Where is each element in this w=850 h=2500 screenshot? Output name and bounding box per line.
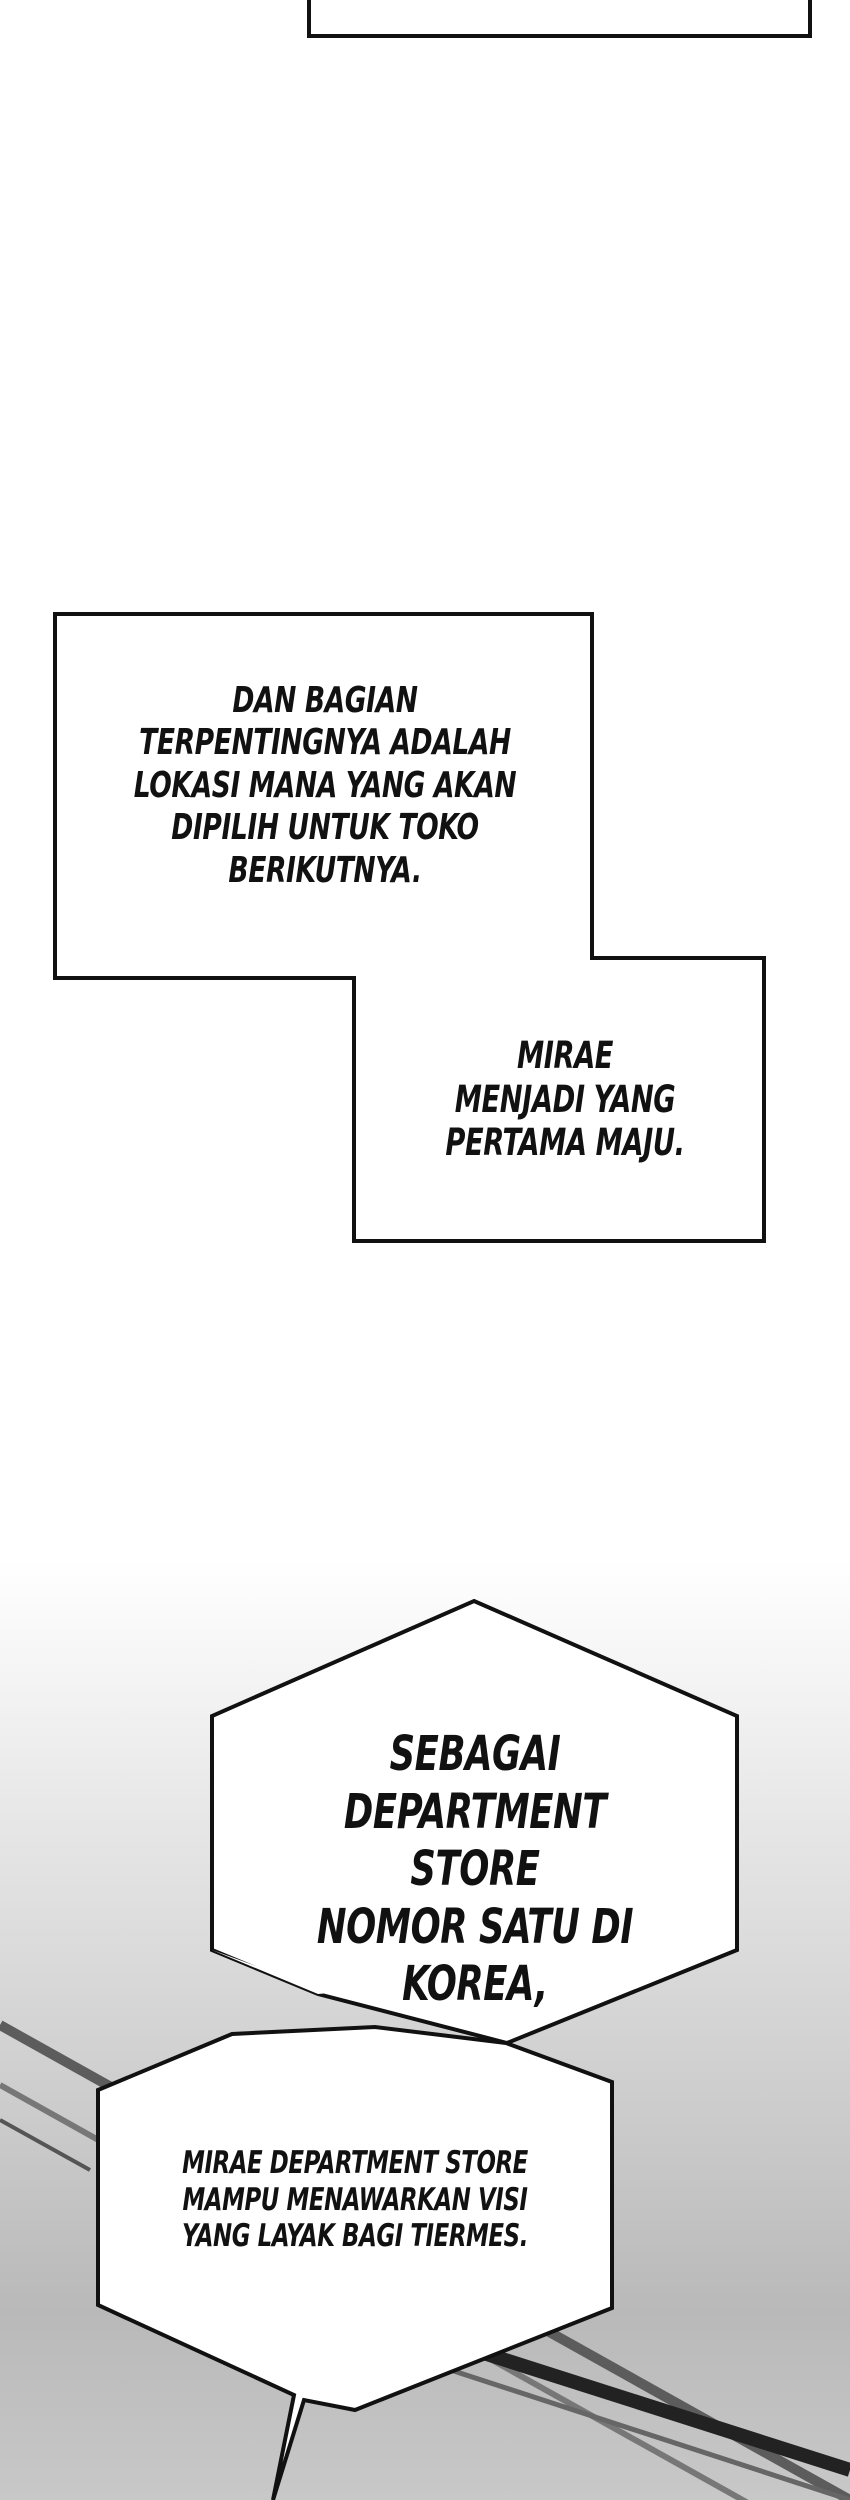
caption-text-2: MIRAE MENJADI YANG PERTAMA MAJU. — [445, 1034, 685, 1165]
speech-bubble-hexagon — [210, 1598, 739, 2046]
top-caption-box-fragment — [307, 0, 812, 38]
caption-box-stepped — [53, 612, 766, 1243]
speech-text-2: MIRAE DEPARTMENT STORE MAMPU MENAWARKAN … — [182, 2145, 528, 2255]
speech-bubble-tail-1 — [212, 1950, 330, 1994]
speech-bubble-octagon — [96, 2024, 614, 2500]
caption-text-1: DAN BAGIAN TERPENTINGNYA ADALAH LOKASI M… — [133, 680, 517, 891]
speech-text-1: SEBAGAI DEPARTMENT STORE NOMOR SATU DI K… — [316, 1726, 634, 2013]
